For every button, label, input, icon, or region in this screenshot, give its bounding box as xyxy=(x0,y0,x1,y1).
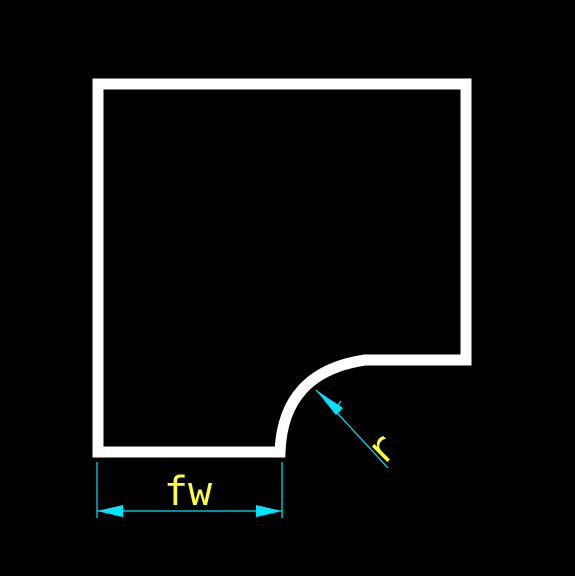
fw-arrow-right xyxy=(256,505,282,517)
fw-label: fw xyxy=(164,469,213,515)
part-outline xyxy=(92,78,472,458)
radius-leader-tick xyxy=(333,400,342,411)
fw-arrow-left xyxy=(97,505,123,517)
radius-arrow xyxy=(316,390,343,415)
